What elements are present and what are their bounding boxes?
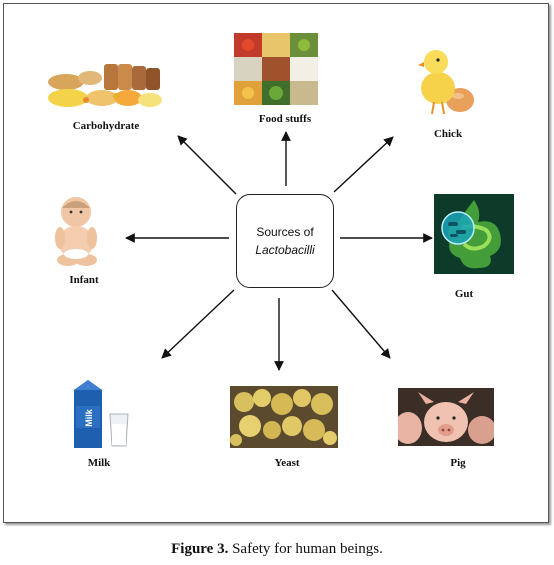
figure-caption: Figure 3. Safety for human beings. bbox=[0, 541, 554, 558]
arrow-to-chick bbox=[333, 136, 394, 193]
center-line1: Sources of bbox=[256, 225, 314, 239]
label-gut: Gut bbox=[454, 288, 474, 300]
caption-text: Safety for human beings. bbox=[228, 541, 383, 557]
label-pig: Pig bbox=[450, 457, 466, 469]
carbohydrate-picture bbox=[46, 62, 164, 108]
milk-picture: Milk bbox=[68, 376, 140, 450]
food-stuffs-picture bbox=[234, 33, 318, 105]
label-food-stuffs: Food stuffs bbox=[258, 113, 312, 125]
center-line2: Lactobacilli bbox=[255, 243, 315, 257]
label-yeast: Yeast bbox=[274, 457, 300, 469]
arrow-to-carbohydrate bbox=[177, 135, 237, 195]
chick-picture bbox=[414, 44, 478, 118]
label-milk: Milk bbox=[87, 457, 111, 469]
label-infant: Infant bbox=[69, 274, 99, 286]
gut-picture bbox=[434, 194, 514, 274]
arrow-to-milk bbox=[161, 289, 235, 359]
label-chick: Chick bbox=[433, 128, 463, 140]
arrow-to-pig bbox=[331, 289, 391, 359]
milk-carton-text: Milk bbox=[84, 408, 94, 426]
label-carbohydrate: Carbohydrate bbox=[72, 120, 140, 132]
yeast-picture bbox=[230, 386, 338, 448]
caption-figure-number: Figure 3. bbox=[171, 541, 229, 557]
pig-picture bbox=[398, 388, 494, 446]
center-node: Sources of Lactobacilli bbox=[236, 194, 334, 288]
infant-picture bbox=[48, 194, 104, 270]
